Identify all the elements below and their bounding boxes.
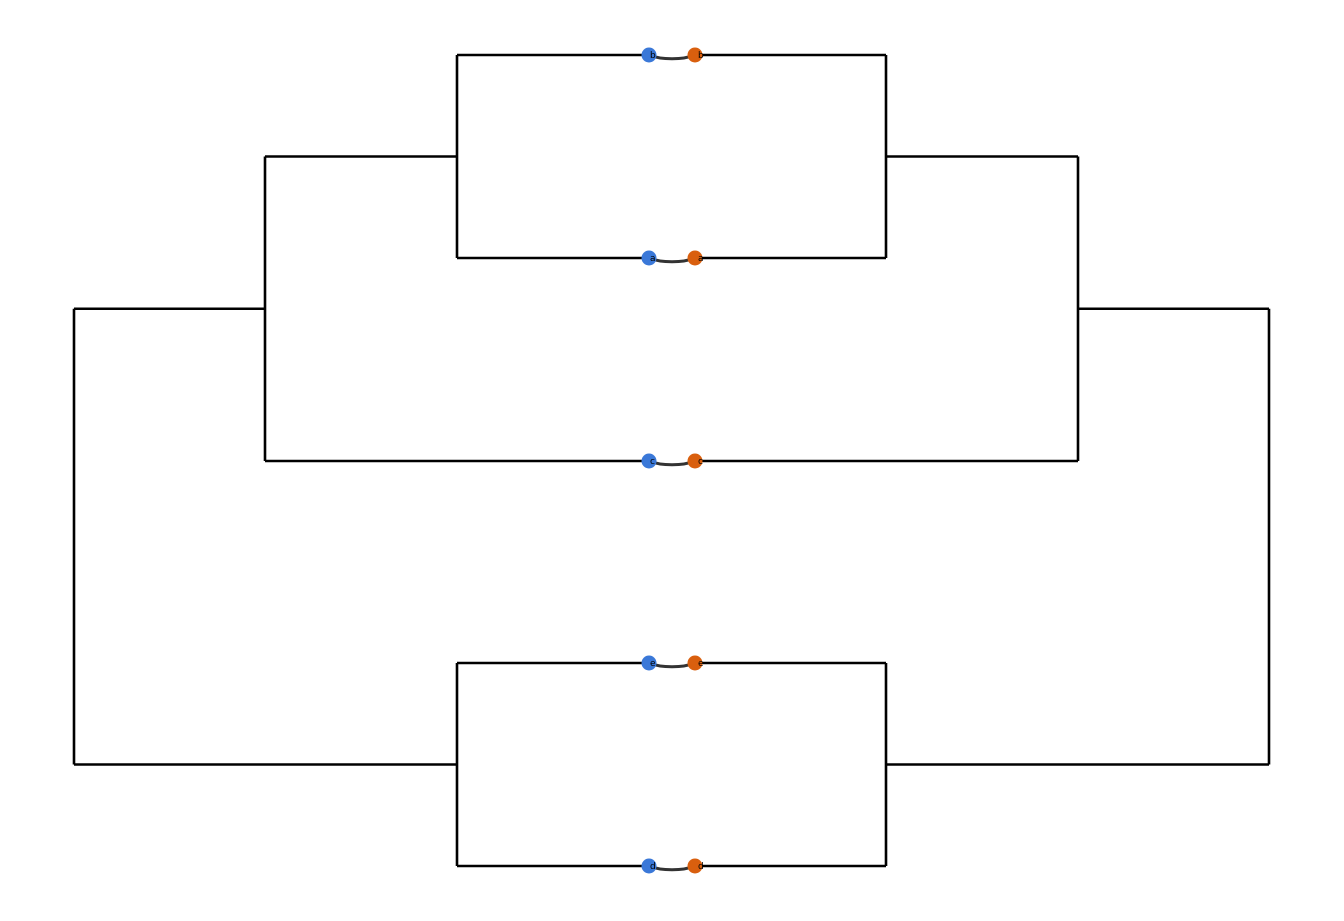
right-tip-label: c	[698, 457, 703, 467]
left-tree	[72, 53, 649, 868]
left-tip-marker-b	[641, 47, 657, 63]
left-tip-marker-e	[641, 655, 657, 671]
left-tip-label: e	[650, 659, 656, 669]
right-tip-marker-e	[687, 655, 703, 671]
tip-markers	[641, 47, 703, 874]
right-tip-marker-c	[687, 453, 703, 469]
right-tree	[695, 53, 1271, 868]
left-tip-marker-a	[641, 250, 657, 266]
tip-labels: b a c e d b a c e d	[650, 51, 704, 872]
right-tip-marker-b	[687, 47, 703, 63]
left-tip-label: b	[650, 51, 656, 61]
right-tip-label: e	[698, 659, 704, 669]
right-tip-marker-a	[687, 250, 703, 266]
left-tip-label: a	[650, 254, 656, 264]
right-tip-marker-d	[687, 858, 703, 874]
left-tip-marker-d	[641, 858, 657, 874]
left-tip-label: c	[650, 457, 655, 467]
right-tip-label: d	[698, 862, 704, 872]
left-tip-marker-c	[641, 453, 657, 469]
right-tip-label: b	[698, 51, 704, 61]
right-tip-label: a	[698, 254, 704, 264]
left-tip-label: d	[650, 862, 656, 872]
